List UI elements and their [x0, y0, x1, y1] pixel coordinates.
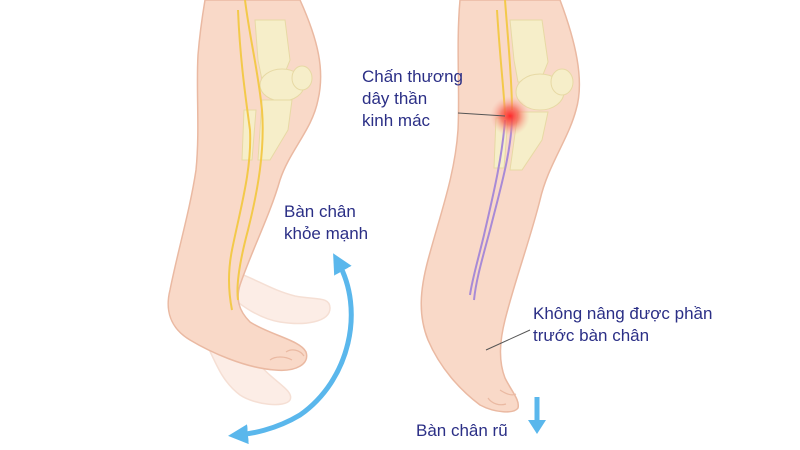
foot-motion-arrow — [228, 253, 354, 445]
injured-leg — [420, 0, 581, 413]
injury-glow — [490, 96, 530, 136]
cannot-lift-forefoot-label: Không nâng được phần trước bàn chân — [533, 304, 713, 345]
nerve-injury-label: Chấn thương dây thần kinh mác — [362, 67, 463, 130]
foot-drop-down-arrow — [528, 397, 546, 434]
cannot-lift-leader-line — [485, 329, 531, 351]
healthy-foot-label: Bàn chân khỏe mạnh — [284, 202, 369, 243]
foot-drop-label: Bàn chân rũ — [416, 421, 508, 440]
nerve-injury-leader-line — [457, 112, 506, 117]
